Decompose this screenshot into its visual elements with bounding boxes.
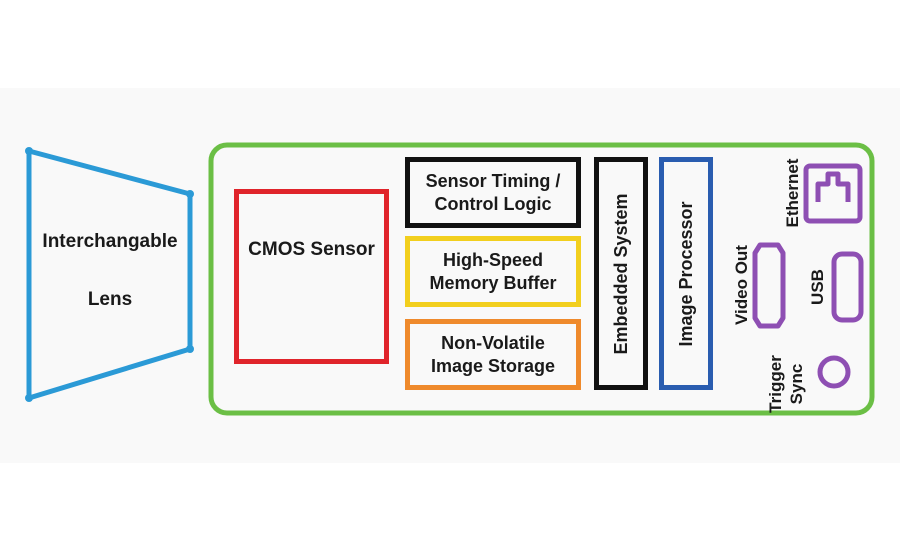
lens-label-2: Lens [30, 286, 190, 314]
image-storage-label: Non-Volatile Image Storage [405, 319, 581, 390]
trigger-sync-label: Trigger Sync [760, 341, 812, 427]
ethernet-port-icon [803, 163, 863, 224]
image-processor-label: Image Processor [675, 201, 696, 347]
ethernet-label: Ethernet [783, 158, 803, 228]
lens-label-line1: Interchangable [42, 231, 178, 253]
sensor-timing-label: Sensor Timing / Control Logic [405, 157, 581, 228]
lens-label-line2: Lens [87, 289, 133, 311]
usb-label: USB [808, 269, 828, 305]
trigger-label-line1: Trigger [765, 355, 785, 413]
image-storage-box [405, 319, 581, 390]
memory-buffer-box [405, 236, 581, 307]
memory-buffer-line1: High-Speed [442, 250, 543, 270]
background-band [0, 88, 900, 463]
sensor-timing-line2: Control Logic [434, 193, 552, 214]
video-out-label: Video Out [732, 245, 752, 325]
image-storage-line1: Non-Volatile [441, 333, 545, 353]
image-processor-box [659, 157, 713, 390]
camera-body-outline [208, 142, 875, 416]
lens-corner-dot [25, 394, 33, 402]
lens-shape [26, 148, 193, 401]
memory-buffer-line2: Memory Buffer [429, 272, 557, 293]
trigger-label-line2: Sync [787, 363, 806, 405]
lens-corner-dot [186, 190, 194, 198]
lens-corner-dot [186, 345, 194, 353]
memory-buffer-label: High-Speed Memory Buffer [405, 236, 581, 307]
lens-corner-dot [25, 147, 33, 155]
embedded-system-label: Embedded System [610, 193, 631, 355]
image-storage-line2: Image Storage [430, 355, 556, 376]
video-out-port-icon [752, 242, 786, 329]
sensor-timing-line1: Sensor Timing / [425, 171, 561, 191]
trigger-sync-port-icon [817, 355, 851, 389]
sensor-timing-box [405, 157, 581, 228]
lens-label: Interchangable [30, 228, 190, 256]
usb-port-icon [831, 251, 864, 323]
cmos-sensor-box [234, 189, 389, 364]
cmos-sensor-label: CMOS Sensor [248, 239, 375, 261]
embedded-system-box [594, 157, 648, 390]
